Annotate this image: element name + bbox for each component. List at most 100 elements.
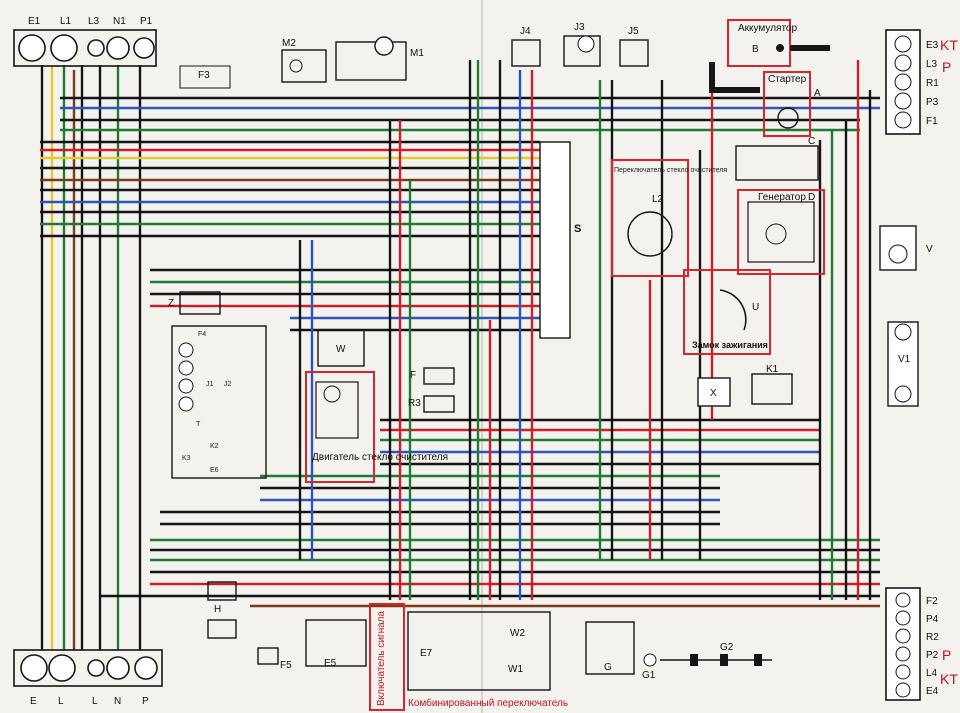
bottom-left-connector-block: E L L N P (13, 649, 163, 707)
label-z: Z (168, 298, 174, 309)
starter-annotation: Стартер (768, 74, 807, 85)
motor-m2: M2 (281, 38, 327, 83)
lamp-j3: J3 (563, 22, 601, 67)
right-connector-p4: P4 (926, 614, 939, 625)
label-w: W (336, 344, 346, 355)
wiper-motor-w: W Двигатель стекло очистителя (305, 329, 448, 483)
label-g: G (604, 662, 612, 673)
right-connector-f1: F1 (926, 116, 938, 127)
label-t: T (196, 421, 201, 428)
lamp-j4: J4 (511, 26, 541, 67)
instrument-cluster: F4 J1 J2 T K2 K3 E6 (171, 325, 267, 479)
label-m2: M2 (282, 38, 296, 49)
bottom-connector-label-2: L (92, 696, 98, 707)
lamp-j5: J5 (619, 26, 649, 67)
component-g: G G1 G2 (585, 621, 772, 681)
label-d: D (808, 192, 815, 203)
right-connector-r1: R1 (926, 78, 939, 89)
label-f5: F5 (280, 660, 292, 671)
signal-switch: Включатель сигнала (369, 603, 405, 711)
label-f: F (410, 370, 416, 381)
handwritten-p-top: P (942, 59, 951, 75)
label-f4: F4 (198, 331, 206, 338)
label-u: U (752, 302, 759, 313)
connector-label-e1: E1 (28, 16, 41, 27)
component-e5: E5 (305, 619, 367, 669)
wiper-motor-annotation: Двигатель стекло очистителя (312, 452, 448, 463)
bottom-connector-label-4: P (142, 696, 149, 707)
label-v1: V1 (898, 354, 911, 365)
horns-h: H (207, 581, 237, 639)
label-e5: E5 (324, 658, 337, 669)
right-connector-e4: E4 (926, 686, 939, 697)
label-j5: J5 (628, 26, 639, 37)
horn-v: V (879, 225, 933, 271)
signal-switch-annotation: Включатель сигнала (376, 611, 387, 706)
switch-f5: F5 (257, 647, 292, 671)
label-j3: J3 (574, 22, 585, 33)
label-k1: K1 (766, 364, 779, 375)
right-connector-p3: P3 (926, 97, 939, 108)
label-l2: L2 (652, 194, 664, 205)
generator-d: Генератор D (737, 189, 825, 275)
connector-label-l3: L3 (88, 16, 100, 27)
right-connector-f2: F2 (926, 596, 938, 607)
bottom-connector-label-3: N (114, 696, 121, 707)
battery-annotation: Аккумулятор (738, 23, 797, 34)
battery-b: Аккумулятор B (709, 19, 830, 93)
label-w2: W2 (510, 628, 525, 639)
right-connector-l4: L4 (926, 668, 938, 679)
right-connector-e3: E3 (926, 40, 939, 51)
relay-k1: K1 (751, 364, 793, 405)
label-s: S (574, 223, 581, 235)
label-j1: J1 (206, 381, 214, 388)
label-a: A (814, 88, 821, 99)
combo-switch-annotation: Комбинированный переключатель (408, 697, 568, 709)
right-top-connector-block: E3 L3 R1 P3 F1 KT P (885, 29, 958, 135)
right-connector-p2: P2 (926, 650, 939, 661)
label-r3: R3 (408, 398, 421, 409)
instrument-z: Z (168, 291, 221, 315)
label-b: B (752, 44, 759, 55)
right-bottom-connector-block: F2 P4 R2 P2 L4 E4 P KT (885, 587, 958, 701)
combined-switch: E7 W2 W1 Комбинированный переключатель (407, 611, 568, 709)
wiper-switch-l2: Переключатель стекло очистителя L2 (611, 159, 727, 277)
horn-v1: V1 (887, 321, 919, 407)
connector-label-n1: N1 (113, 16, 126, 27)
label-j2: J2 (224, 381, 232, 388)
motor-m1: M1 (335, 36, 424, 81)
ignition-annotation: Замок зажигания (692, 340, 768, 350)
label-j4: J4 (520, 26, 531, 37)
label-v: V (926, 244, 933, 255)
label-g2: G2 (720, 642, 734, 653)
component-f: F (410, 367, 455, 385)
label-e7: E7 (420, 648, 433, 659)
starter-a: Стартер A (763, 71, 821, 137)
right-connector-r2: R2 (926, 632, 939, 643)
left-vertical-wires (40, 65, 142, 650)
label-e6: E6 (210, 467, 219, 474)
label-f3: F3 (198, 70, 210, 81)
fuse-box-s: S (539, 141, 581, 339)
connector-label-p1: P1 (140, 16, 153, 27)
label-k3: K3 (182, 455, 191, 462)
component-x: X (697, 377, 731, 407)
ignition-switch-u: U Замок зажигания (683, 269, 771, 355)
label-c: C (808, 136, 815, 147)
top-left-connector-block: E1 L1 L3 N1 P1 (13, 16, 157, 67)
label-h: H (214, 604, 221, 615)
right-connector-l3: L3 (926, 59, 938, 70)
regulator-c: C (735, 136, 819, 181)
switch-f3: F3 (179, 65, 231, 89)
handwritten-kt-bottom: KT (940, 671, 958, 687)
connector-label-l1: L1 (60, 16, 72, 27)
wiper-switch-annotation: Переключатель стекло очистителя (614, 167, 727, 174)
label-x: X (710, 388, 717, 399)
handwritten-kt-top: KT (940, 37, 958, 53)
generator-annotation: Генератор (758, 192, 806, 203)
label-w1: W1 (508, 664, 523, 675)
label-m1: M1 (410, 48, 424, 59)
bottom-connector-label-0: E (30, 696, 37, 707)
